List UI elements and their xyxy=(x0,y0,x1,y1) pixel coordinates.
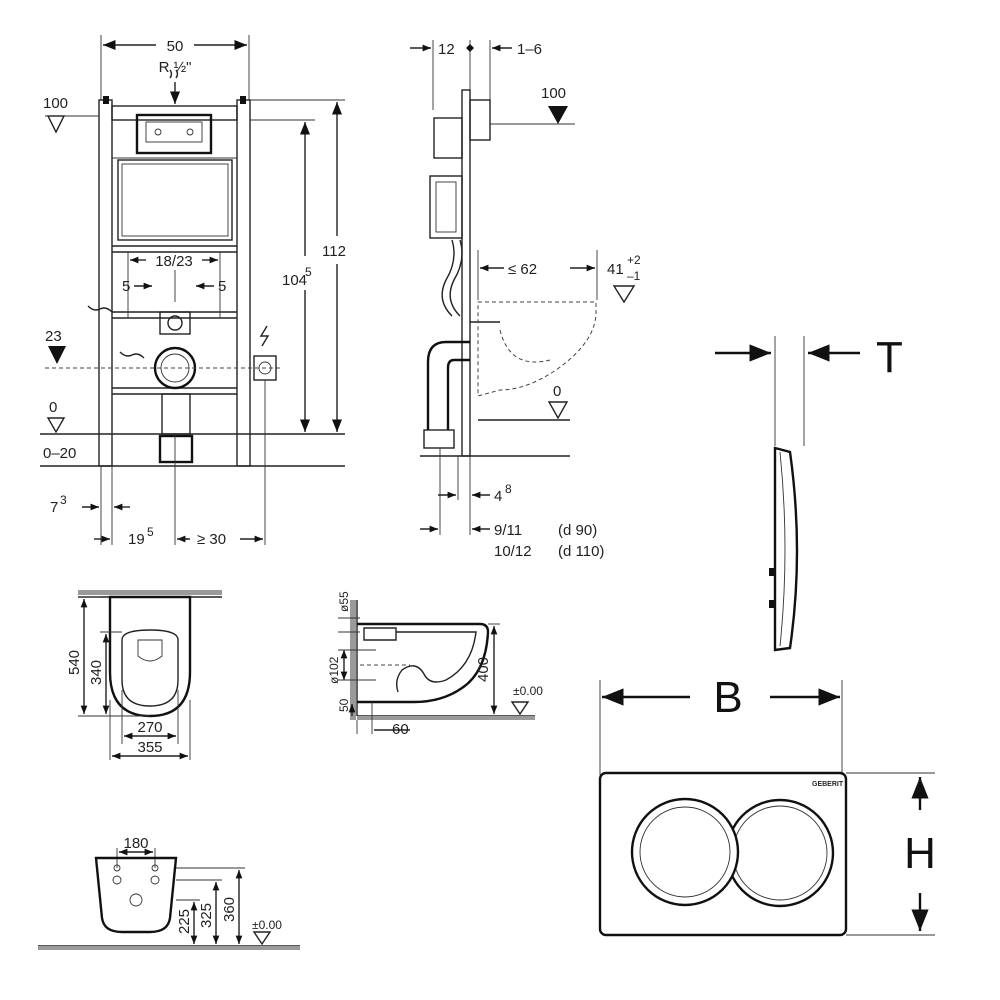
side-depth-range: 1–6 xyxy=(517,41,542,58)
back-h3: 360 xyxy=(221,897,238,922)
pipe-depth-110: 10/12 xyxy=(494,543,532,560)
side-view: 12 1–6 100 ≤ 62 41 +2 –1 0 xyxy=(410,40,641,560)
bowl-side-level: ±0.00 xyxy=(513,684,543,698)
front-level-23: 23 xyxy=(45,328,62,345)
bowl-top-view: 540 340 270 355 xyxy=(66,590,222,760)
large-flush-button xyxy=(630,797,740,907)
bowl-inner-length: 340 xyxy=(88,660,105,685)
thread-label: R ½" xyxy=(159,59,192,76)
seat-height: 41 xyxy=(607,261,624,278)
plate-side-view: T xyxy=(715,333,903,652)
seat-tol-plus: +2 xyxy=(627,253,641,267)
side-level-100: 100 xyxy=(541,85,566,102)
center-offset-sup: 5 xyxy=(147,525,154,539)
plate-brand: GEBERIT xyxy=(812,781,844,788)
pipe-depth-90: 9/11 xyxy=(494,522,522,539)
bowl-length: 540 xyxy=(66,650,83,675)
plate-height-label: H xyxy=(904,829,936,878)
frame-height-label: 104 xyxy=(282,272,307,289)
pipe-label-110: (d 110) xyxy=(558,543,604,560)
side-depth-top: 12 xyxy=(438,41,455,58)
frame-height-sup: 5 xyxy=(305,265,312,279)
foot-depth: 4 xyxy=(494,488,502,505)
offset-left-label: 5 xyxy=(122,278,130,295)
plate-thickness-label: T xyxy=(876,333,903,382)
bowl-width: 355 xyxy=(137,739,162,756)
bowl-bottom: 50 xyxy=(337,698,351,712)
bowl-back-view: 180 225 325 360 ±0.00 xyxy=(38,835,300,950)
front-floor-range: 0–20 xyxy=(43,445,76,462)
bowl-depth-offset: 60 xyxy=(392,721,409,738)
offset-right-label: 5 xyxy=(218,278,226,295)
front-level-0: 0 xyxy=(49,399,57,416)
plate-width-label: B xyxy=(713,673,742,722)
bowl-height: 400 xyxy=(475,657,492,682)
pipe-spacing-label: 18/23 xyxy=(155,253,193,270)
front-view: 50 R ½" 18/23 5 5 xyxy=(40,35,346,548)
bowl-inlet-dia: ø55 xyxy=(337,591,351,612)
foot-offset-label: 7 xyxy=(50,499,58,516)
bolt-spacing: 180 xyxy=(123,835,148,852)
small-flush-button xyxy=(725,798,835,908)
electrical-offset-label: ≥ 30 xyxy=(197,531,226,548)
back-h1: 225 xyxy=(176,909,193,934)
side-level-0: 0 xyxy=(553,383,561,400)
front-level-100: 100 xyxy=(43,95,68,112)
bowl-side-view: ø55 ø102 50 400 ±0.00 60 xyxy=(327,591,543,738)
bowl-back-level: ±0.00 xyxy=(252,918,282,932)
bowl-outlet-dia: ø102 xyxy=(327,656,341,684)
seat-tol-minus: –1 xyxy=(627,269,641,283)
pipe-label-90: (d 90) xyxy=(558,522,597,539)
side-projection: ≤ 62 xyxy=(508,261,537,278)
plate-front-view: B GEBERIT H xyxy=(598,673,936,937)
foot-offset-sup: 3 xyxy=(60,493,67,507)
total-height-label: 112 xyxy=(322,243,346,260)
bowl-inner-width: 270 xyxy=(137,719,162,736)
center-offset-label: 19 xyxy=(128,531,145,548)
foot-depth-sup: 8 xyxy=(505,482,512,496)
front-width-label: 50 xyxy=(167,38,184,55)
back-h2: 325 xyxy=(198,903,215,928)
